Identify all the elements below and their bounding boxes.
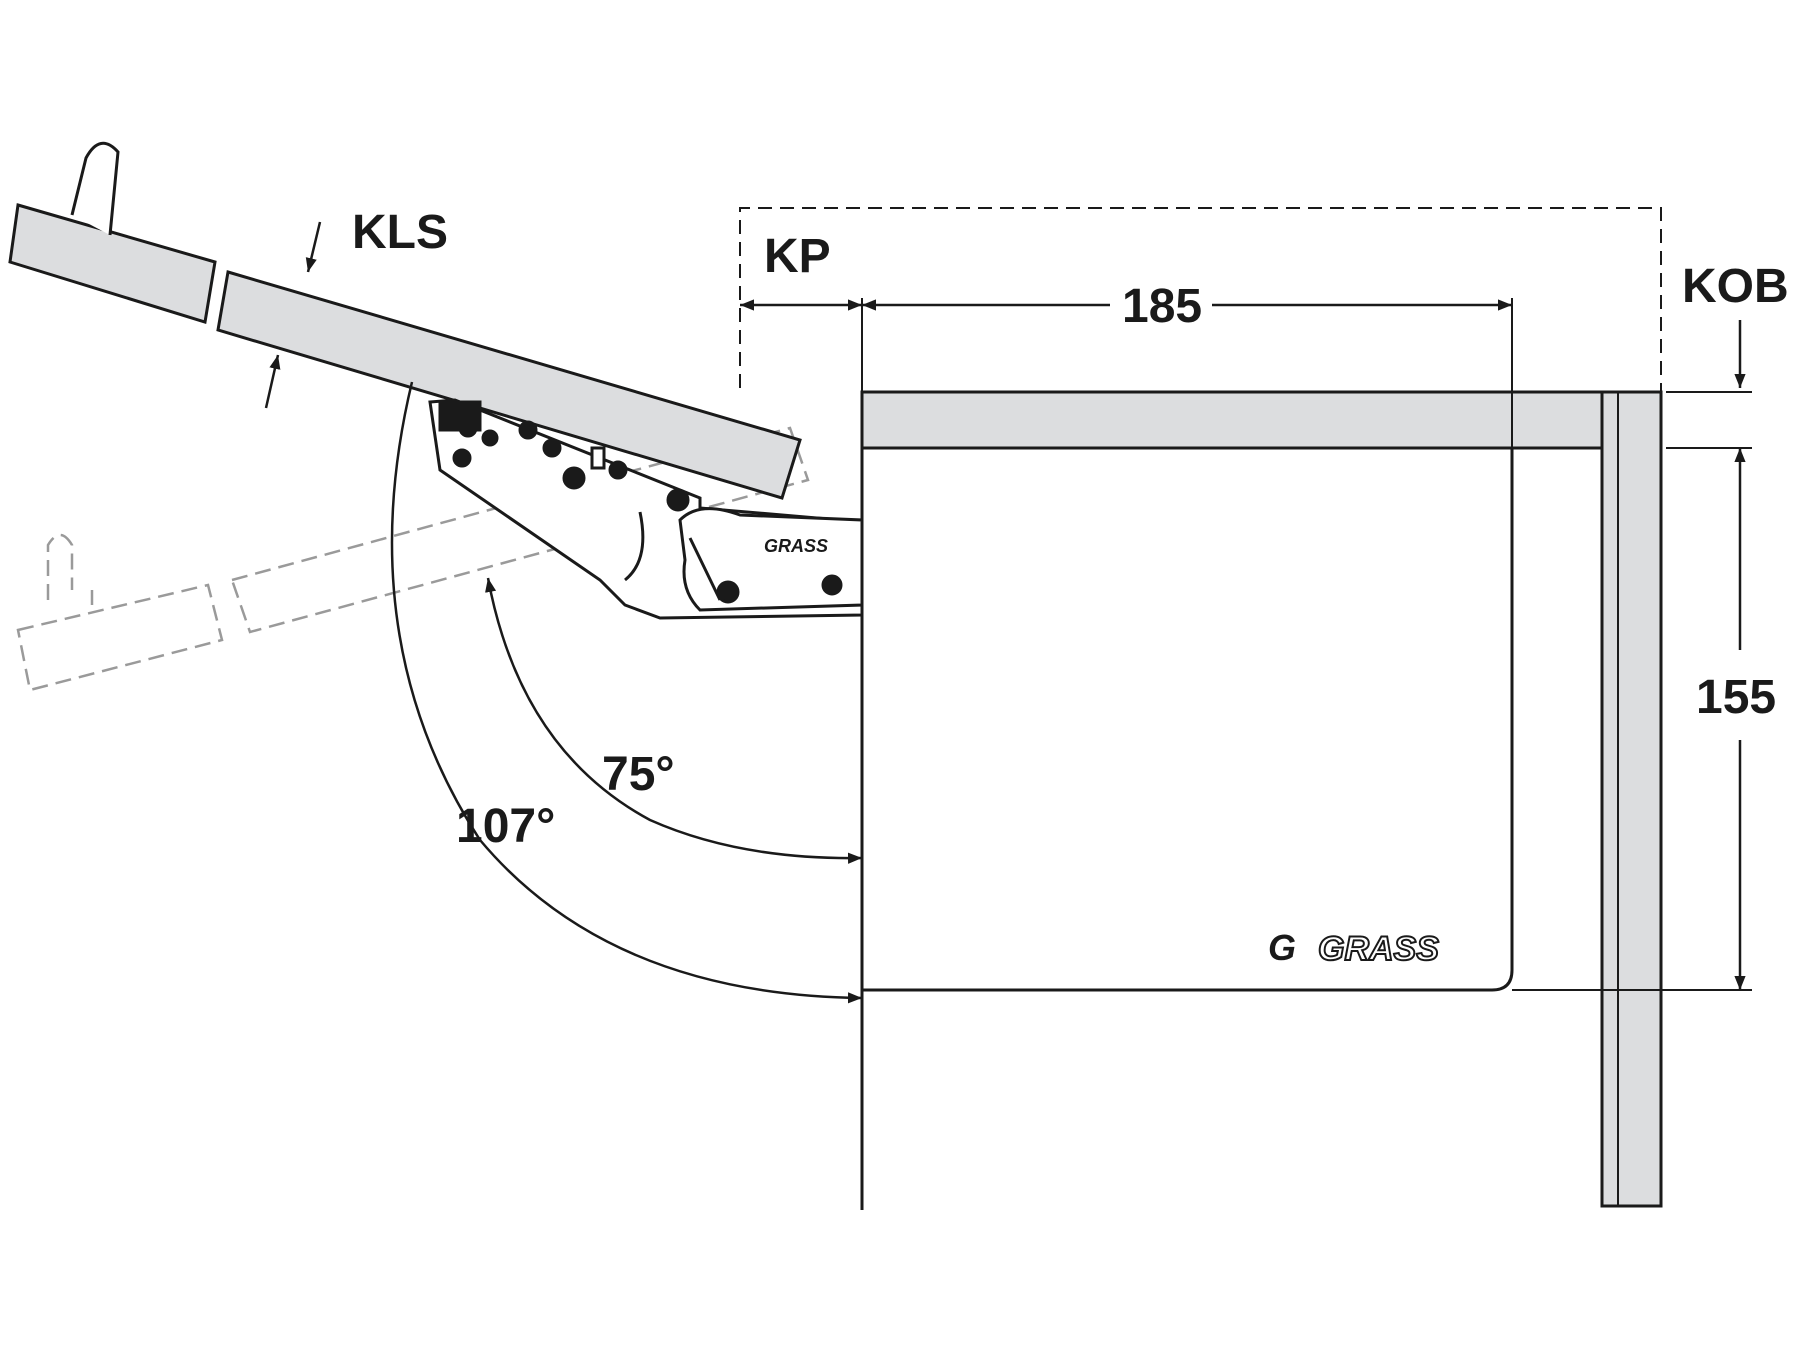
arc-75 xyxy=(485,577,863,864)
cover-logo: GRASS xyxy=(1318,930,1439,968)
arc-107 xyxy=(390,381,863,1004)
labels: KLS KP KOB 185 155 75° 107° xyxy=(352,206,1789,853)
flap-raised xyxy=(8,141,802,500)
angle-arcs xyxy=(390,381,863,1004)
dimension-lines xyxy=(264,221,1752,991)
label-angle-75: 75° xyxy=(602,748,675,801)
cover-plate: GRASS G xyxy=(860,392,1514,992)
label-kob: KOB xyxy=(1682,260,1789,313)
label-angle-107: 107° xyxy=(456,800,555,853)
cabinet-side-panel xyxy=(1600,390,1663,1208)
cabinet-top-panel xyxy=(860,390,1604,450)
cover-logo-mark: G xyxy=(1268,927,1296,968)
label-width-185: 185 xyxy=(1122,280,1202,333)
mechanism-logo: GRASS xyxy=(764,536,828,556)
label-kls: KLS xyxy=(352,206,448,259)
label-kp: KP xyxy=(764,230,831,283)
flap-main-panel xyxy=(216,270,802,500)
door-handle xyxy=(70,141,120,236)
kp-kob-dashed-outline xyxy=(739,207,1662,392)
label-height-155: 155 xyxy=(1696,671,1776,724)
flap-handle-panel xyxy=(8,203,217,324)
